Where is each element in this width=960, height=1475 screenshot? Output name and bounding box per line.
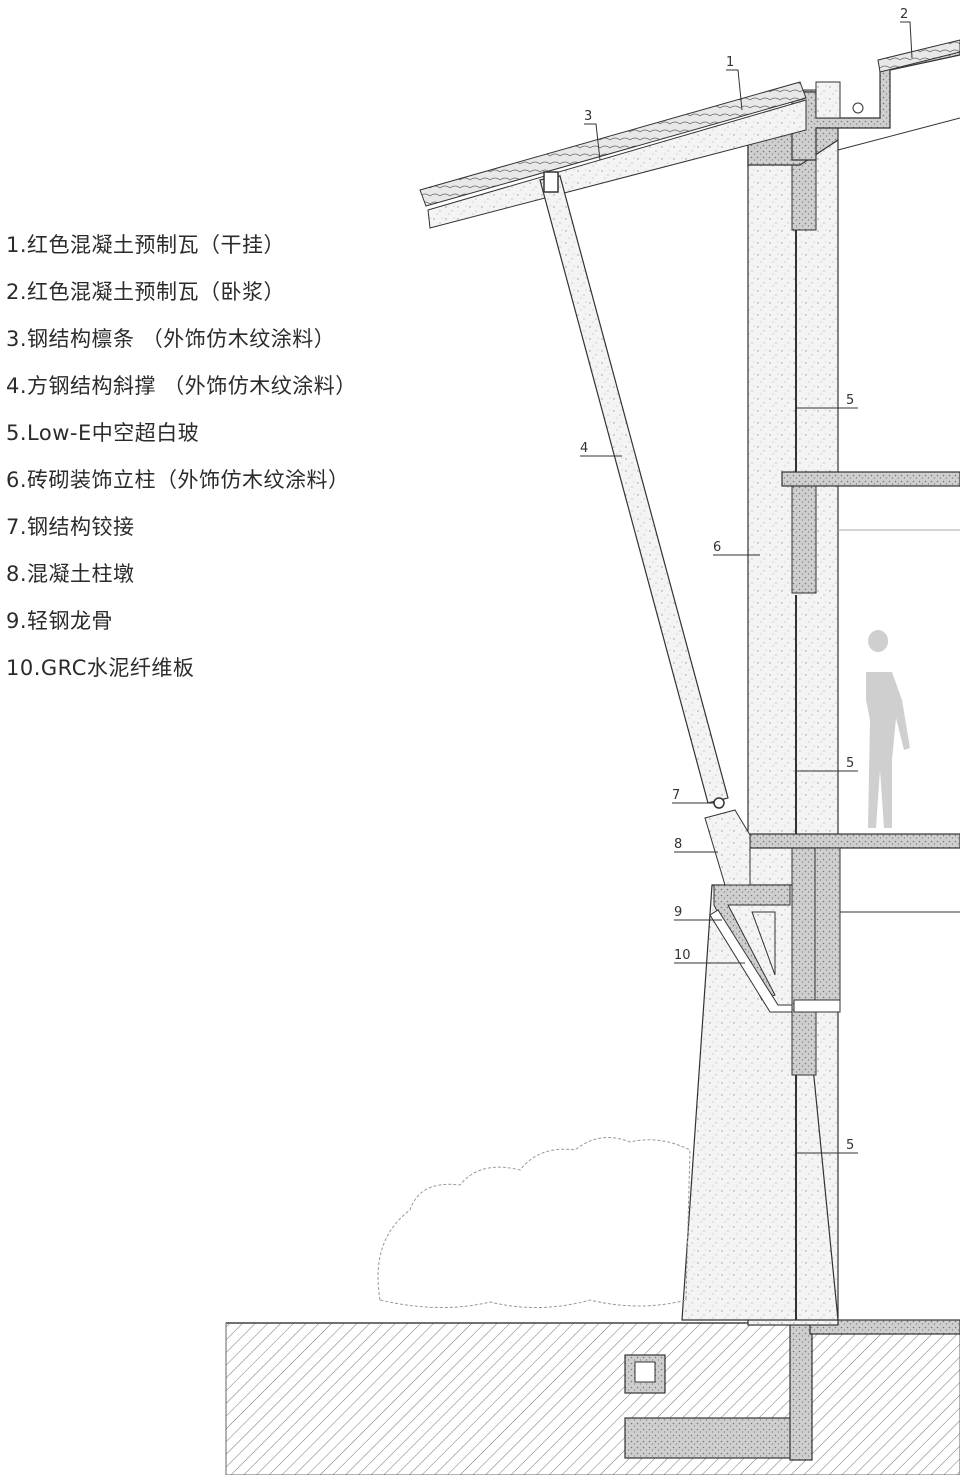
grc-board	[709, 909, 793, 1013]
person-silhouette	[866, 630, 910, 828]
legend-item-7: 7.钢结构铰接	[6, 515, 135, 539]
beam-box-void	[793, 999, 841, 1013]
legend-item-10: 10.GRC水泥纤维板	[6, 656, 195, 680]
drain-pipe	[852, 102, 864, 114]
wall-segment-mid	[791, 477, 817, 594]
underground-box	[624, 1354, 666, 1394]
legend-item-2: 2.红色混凝土预制瓦（卧浆）	[6, 280, 286, 304]
foundation-wall	[789, 1319, 813, 1461]
leader-lines	[580, 21, 913, 1154]
beam-box	[814, 847, 841, 1009]
callout-5-upper: 5	[846, 393, 854, 408]
legend-item-4: 4.方钢结构斜撑 （外饰仿木纹涂料）	[6, 374, 357, 398]
brace-connector	[543, 171, 559, 193]
legend-item-6: 6.砖砌装饰立柱（外饰仿木纹涂料）	[6, 468, 350, 492]
callout-4: 4	[580, 441, 588, 456]
callout-3: 3	[584, 109, 592, 124]
legend-item-1: 1.红色混凝土预制瓦（干挂）	[6, 233, 286, 257]
callout-5-middle: 5	[846, 756, 854, 771]
callout-9: 9	[674, 905, 682, 920]
pier-cap	[704, 809, 751, 886]
steel-hinge	[713, 797, 725, 809]
ceiling-line	[837, 117, 960, 151]
legend-item-9: 9.轻钢龙骨	[6, 609, 114, 633]
ground-soil	[225, 1322, 960, 1475]
soffit-triangle	[751, 911, 776, 976]
floor-slab-upper	[781, 471, 960, 487]
legend-item-5: 5.Low-E中空超白玻	[6, 421, 200, 445]
steel-purlin	[427, 99, 807, 229]
roof-tiles-hung	[419, 81, 807, 207]
callout-6: 6	[713, 540, 721, 555]
insulation-block	[815, 81, 841, 119]
underground-beam	[624, 1417, 811, 1459]
callout-1: 1	[726, 55, 734, 70]
underground-box-void	[634, 1361, 656, 1383]
callout-5-lower: 5	[846, 1138, 854, 1153]
legend-item-8: 8.混凝土柱墩	[6, 562, 135, 586]
material-legend: 1.红色混凝土预制瓦（干挂） 2.红色混凝土预制瓦（卧浆） 3.钢结构檩条 （外…	[6, 222, 357, 692]
shrub-outline	[377, 1137, 691, 1309]
callout-10: 10	[674, 948, 691, 963]
wall-segment-low	[791, 834, 817, 1076]
callout-8: 8	[674, 837, 682, 852]
ground-slab	[809, 1319, 960, 1335]
floor-slab-middle	[749, 833, 960, 849]
roof-tiles-mortar	[877, 39, 960, 73]
steel-brace	[539, 175, 729, 804]
callout-2: 2	[900, 7, 908, 22]
legend-item-3: 3.钢结构檩条 （外饰仿木纹涂料）	[6, 327, 336, 351]
callout-7: 7	[672, 788, 680, 803]
